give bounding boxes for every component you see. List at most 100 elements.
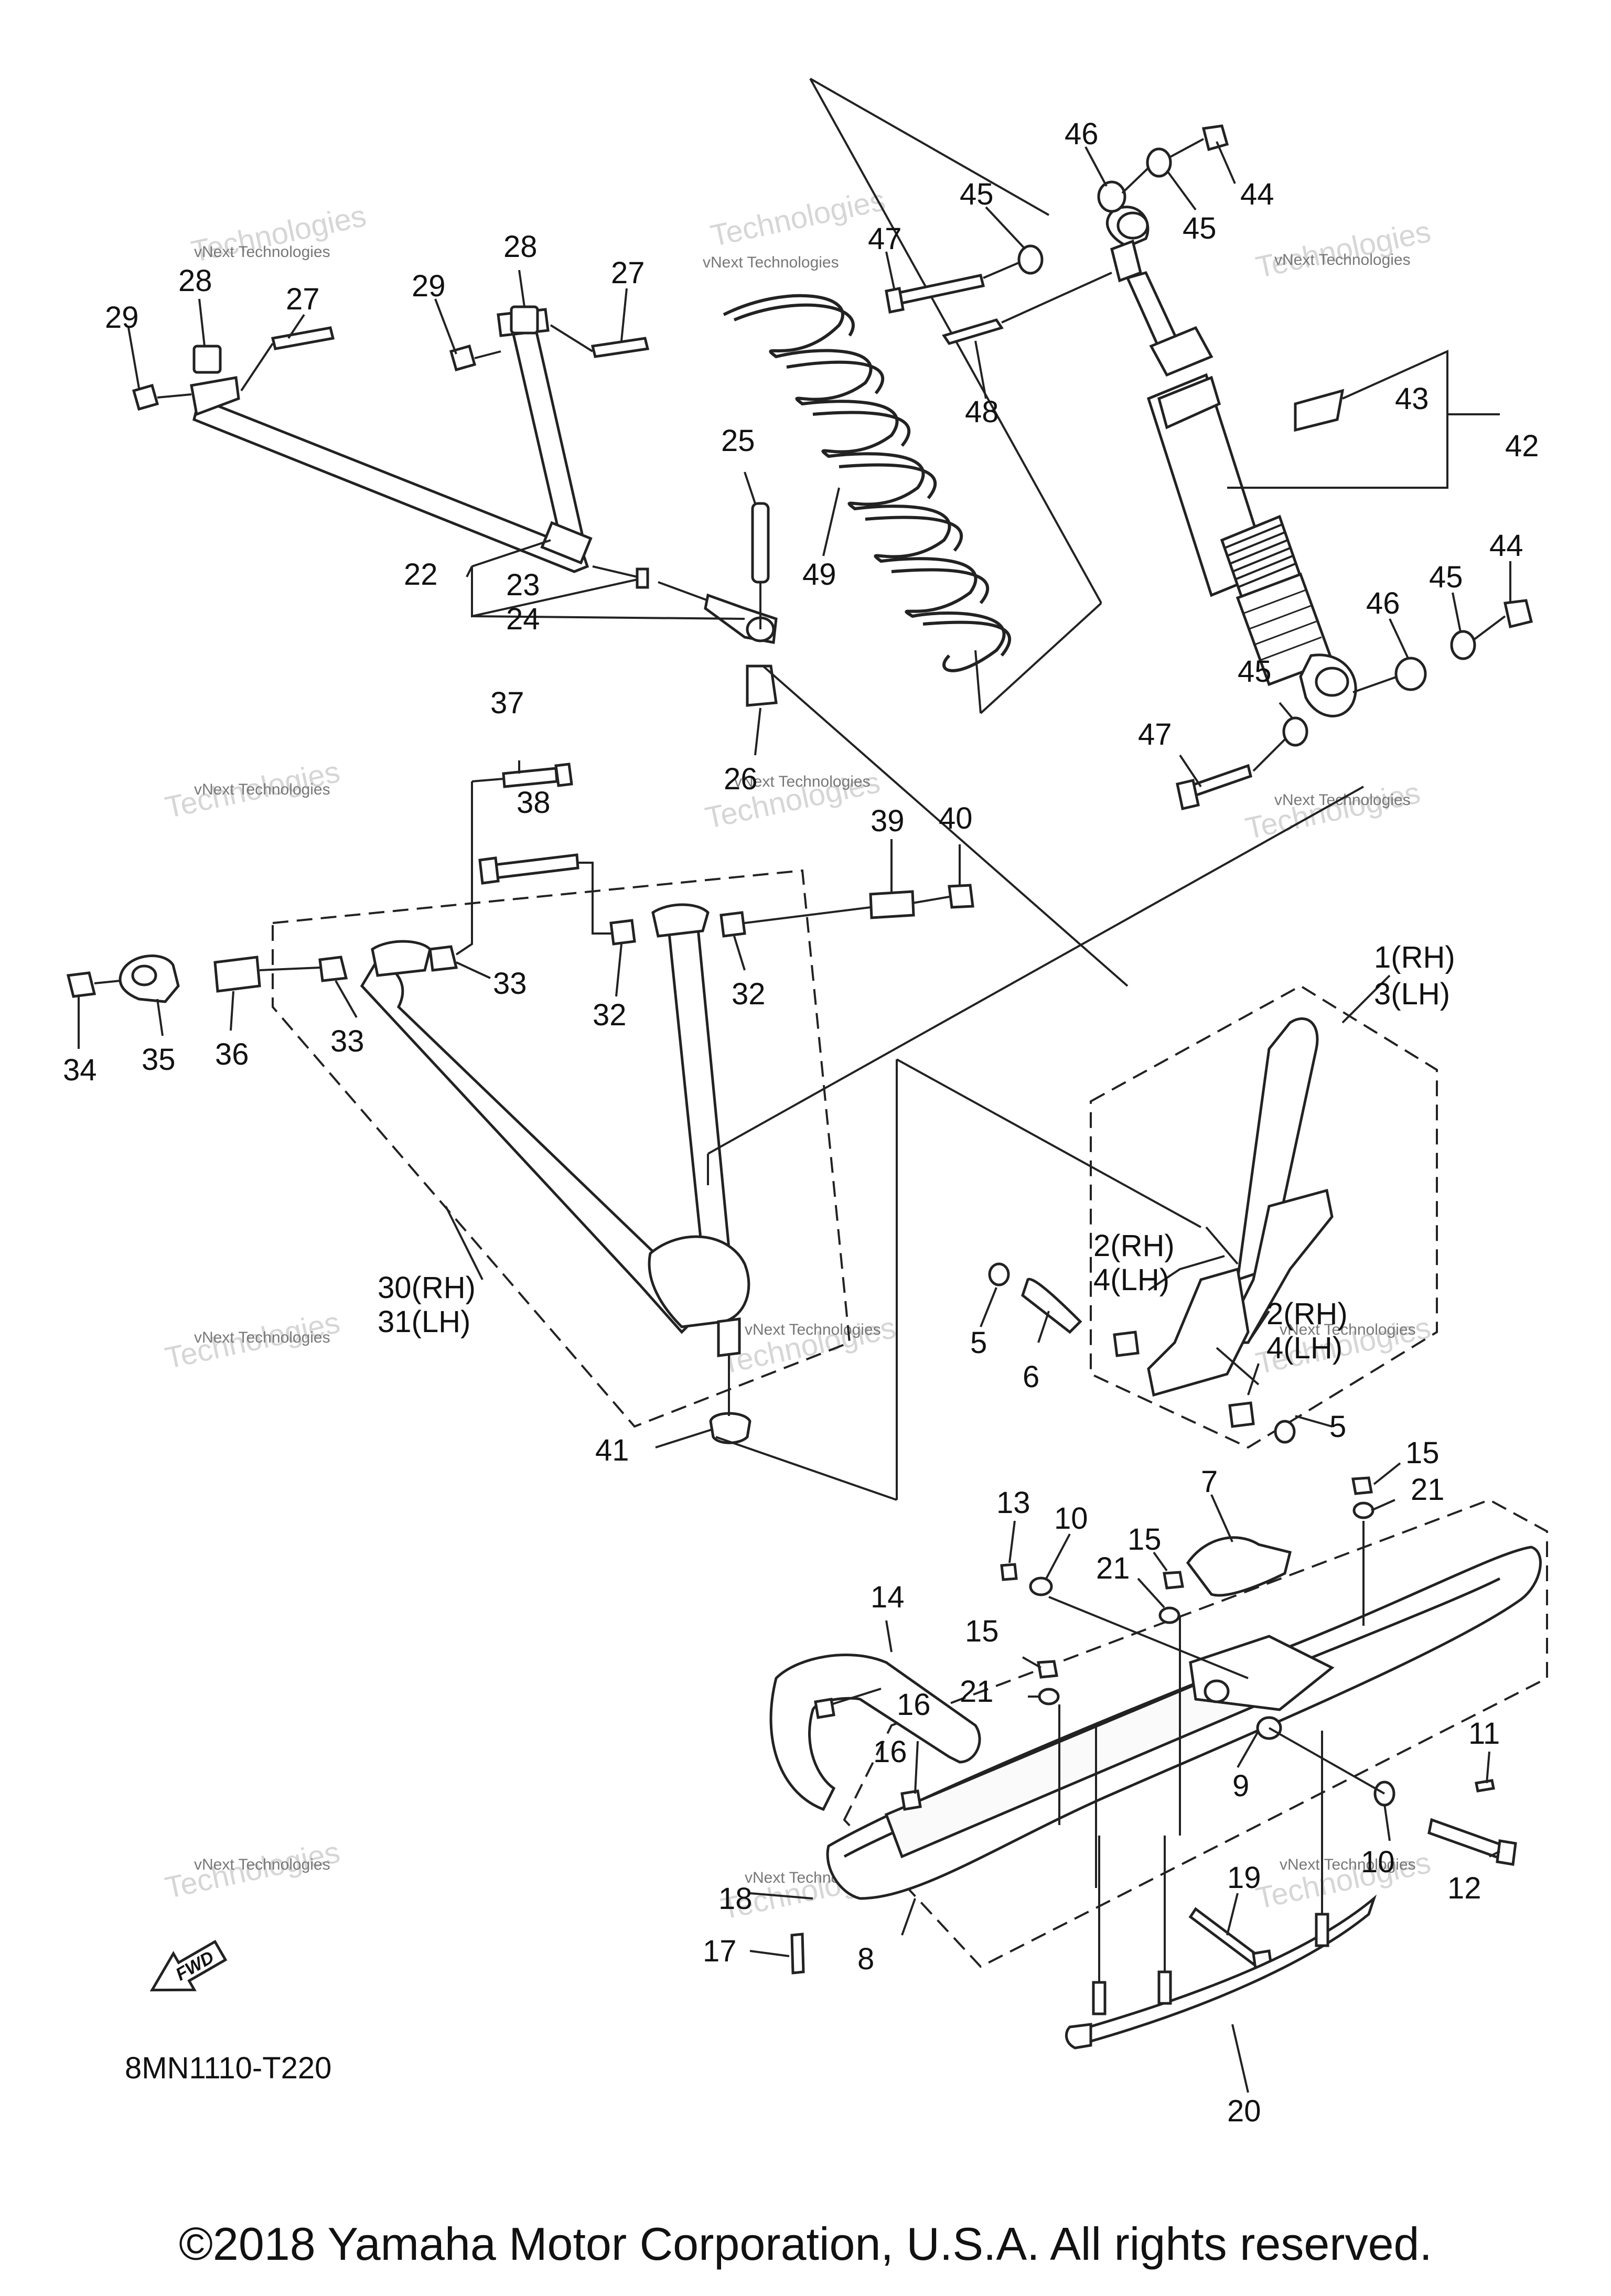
callout-41: 41: [595, 1433, 629, 1467]
stud-19: [1188, 1907, 1261, 1966]
bushing-32a: [609, 919, 636, 946]
callout-44: 44: [1240, 177, 1274, 211]
shock-hardware-top: [885, 124, 1229, 345]
watermark-small: vNext Technologies: [745, 1321, 881, 1338]
washer-10a: [1029, 1576, 1053, 1596]
washer-5a: [988, 1262, 1010, 1286]
bolt-38: [489, 853, 579, 880]
watermark-big: Technologies: [1253, 214, 1434, 285]
watermark-small: vNext Technologies: [194, 781, 330, 798]
callout-32: 32: [732, 977, 766, 1011]
bolt-27a: [271, 326, 335, 350]
callout-27: 27: [611, 256, 645, 290]
diagram-code: 8MN1110-T220: [125, 2051, 332, 2085]
bolt-27b: [590, 337, 650, 358]
collar-39: [869, 890, 915, 919]
callout-33: 33: [493, 967, 527, 1001]
callout-46: 46: [1366, 586, 1400, 620]
lower-ball-joint-housing: [648, 1235, 750, 1328]
callout-35: 35: [142, 1043, 176, 1077]
callout-8: 8: [857, 1942, 874, 1976]
callout-2-rh: 2(RH): [1093, 1229, 1175, 1263]
callout-17: 17: [703, 1934, 737, 1968]
callout-21: 21: [960, 1675, 994, 1709]
nut-44b: [1503, 599, 1533, 629]
watermark-big: Technologies: [707, 183, 888, 253]
callout-19: 19: [1227, 1861, 1261, 1895]
nut-29a: [132, 383, 159, 411]
callout-29: 29: [412, 269, 446, 303]
bushing-2a: [1113, 1331, 1140, 1357]
callout-25: 25: [721, 424, 755, 458]
bushing-33b: [428, 945, 458, 972]
shock-hardware-bottom: [1176, 599, 1533, 811]
callout-44: 44: [1489, 529, 1523, 563]
callout-7: 7: [1201, 1465, 1218, 1499]
callout-49: 49: [802, 557, 836, 592]
callout-47: 47: [868, 222, 902, 256]
nut-16a: [814, 1698, 835, 1719]
washer-21c: [1352, 1501, 1374, 1519]
callout-10: 10: [1361, 1845, 1395, 1879]
washer-45a: [1017, 244, 1044, 275]
bushing-28b: [510, 305, 539, 335]
spacer-26: [746, 664, 778, 707]
callout-28: 28: [503, 230, 538, 264]
ski-assembly: [769, 1476, 1548, 2050]
callout-40: 40: [939, 801, 973, 835]
callout-4-lh: 4(LH): [1266, 1331, 1342, 1365]
callout-21: 21: [1096, 1551, 1130, 1585]
watermark-small: vNext Technologies: [194, 243, 330, 261]
decal-43: [1294, 389, 1345, 432]
callout-37: 37: [490, 686, 524, 720]
bushing-46b: [1394, 657, 1427, 691]
bolt-25: [751, 502, 770, 584]
bolt-47a: [892, 274, 985, 306]
washer-21a: [1158, 1606, 1180, 1624]
fwd-arrow-icon: FWD: [149, 1939, 228, 1992]
copyright-notice: ©2018 Yamaha Motor Corporation, U.S.A. A…: [179, 2218, 1432, 2270]
callout-15: 15: [965, 1614, 999, 1648]
callout-39: 39: [871, 804, 905, 838]
lower-a-arm: [66, 763, 974, 1444]
watermark-small: vNext Technologies: [1280, 1321, 1416, 1338]
callout-12: 12: [1447, 1871, 1481, 1905]
pin-48: [942, 318, 1004, 345]
watermark-small: vNext Technologies: [194, 1856, 330, 1873]
bolt-17: [790, 1933, 805, 1975]
watermark-small: vNext Technologies: [1274, 791, 1411, 809]
callouts: 29 28 27 29 28 27 47 45 46 45 44 48 49 2…: [63, 117, 1539, 2128]
bolt-37: [502, 767, 559, 788]
callout-33: 33: [330, 1024, 364, 1058]
bushing-32b: [719, 911, 746, 938]
ski-spindle: [988, 984, 1438, 1449]
nut-15a: [1163, 1571, 1184, 1590]
nut-44a: [1201, 124, 1229, 152]
bushing-2b: [1228, 1401, 1255, 1428]
collar-36: [213, 956, 261, 993]
ski-stopper-7: [1186, 1536, 1292, 1597]
callout-45: 45: [1238, 655, 1272, 689]
bushing-28a: [192, 345, 222, 374]
callout-27: 27: [286, 282, 320, 316]
callout-34: 34: [63, 1053, 97, 1087]
wear-bar-stud-a: [1092, 1981, 1107, 2015]
nut-13: [1000, 1563, 1018, 1581]
nut-29b: [449, 344, 477, 372]
callout-9: 9: [1232, 1769, 1249, 1803]
callout-32: 32: [593, 998, 627, 1032]
nut-41: [709, 1412, 751, 1444]
callout-16: 16: [873, 1735, 907, 1769]
callout-45: 45: [960, 177, 994, 211]
leader-lines: [78, 141, 1511, 2093]
callout-30-rh: 30(RH): [378, 1271, 476, 1305]
callout-13: 13: [996, 1486, 1030, 1520]
callout-14: 14: [871, 1580, 905, 1614]
washer-45b: [1146, 147, 1172, 178]
callout-5: 5: [970, 1326, 987, 1360]
bushing-33a: [318, 956, 348, 982]
watermark-small: vNext Technologies: [734, 773, 871, 790]
watermark-small: vNext Technologies: [1280, 1856, 1416, 1873]
callout-45: 45: [1429, 560, 1463, 594]
